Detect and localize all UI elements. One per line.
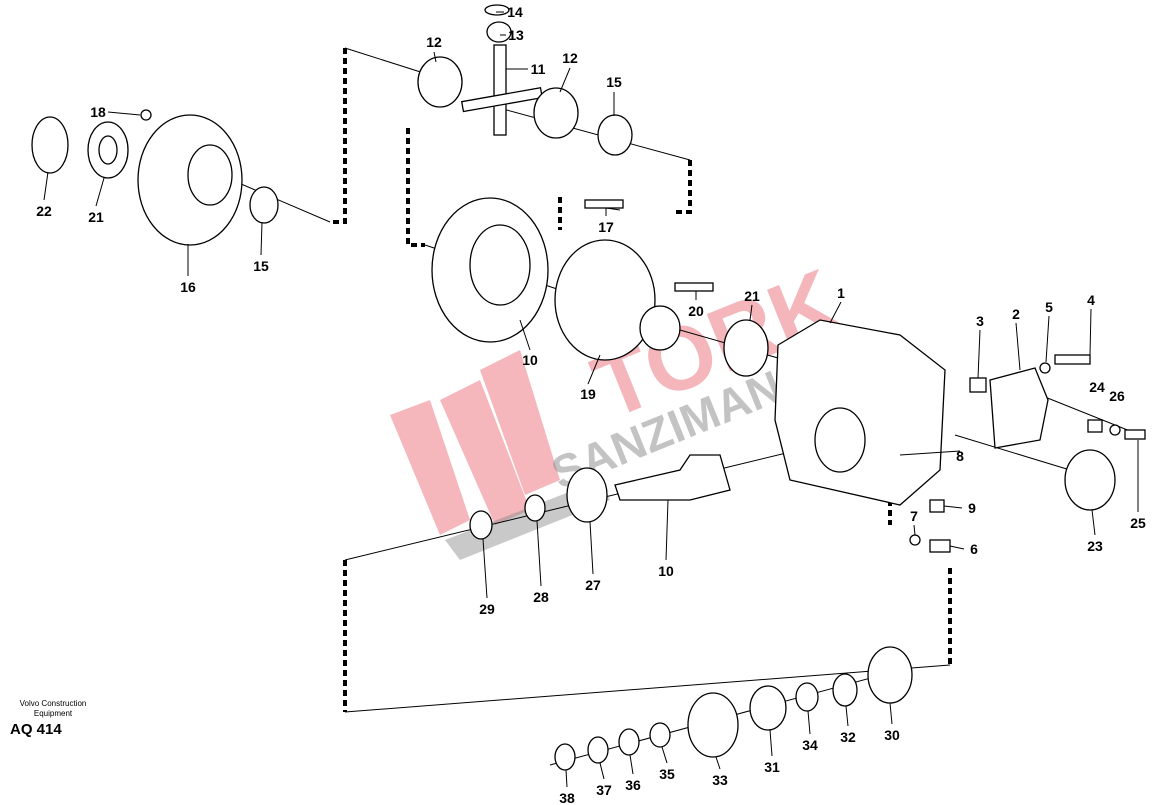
callout-2: 2 <box>1012 306 1020 322</box>
callout-21b: 21 <box>744 288 760 304</box>
callout-14: 14 <box>507 4 523 20</box>
callout-34: 34 <box>802 737 818 753</box>
callout-22: 22 <box>36 203 52 219</box>
part-5-washer <box>1039 362 1051 374</box>
callout-36: 36 <box>625 777 641 793</box>
callout-32: 32 <box>840 729 856 745</box>
diagram-code: AQ 414 <box>10 721 62 738</box>
callout-30: 30 <box>884 727 900 743</box>
callout-18: 18 <box>90 104 106 120</box>
part-11-shaft <box>493 44 507 136</box>
callout-7: 7 <box>910 508 918 524</box>
part-1-carrier <box>774 319 946 506</box>
callout-1: 1 <box>837 285 845 301</box>
callout-33: 33 <box>712 772 728 788</box>
callout-31: 31 <box>764 759 780 775</box>
part-12-gear <box>417 56 463 108</box>
callout-5: 5 <box>1045 299 1053 315</box>
part-28-shim <box>524 494 546 522</box>
part-13-gear <box>486 21 512 43</box>
callout-16: 16 <box>180 279 196 295</box>
callout-17: 17 <box>598 219 614 235</box>
part-37-washer <box>587 736 609 764</box>
part-36-lockwasher <box>618 728 640 756</box>
parts <box>31 4 1146 771</box>
part-6-plug <box>929 539 951 553</box>
part-23-nut <box>1064 449 1116 511</box>
part-2-cap <box>989 367 1049 449</box>
part-15-washer <box>249 186 279 224</box>
part-32-spacer <box>832 673 858 707</box>
part-4-bolt <box>1054 354 1091 365</box>
callout-21: 21 <box>88 209 104 225</box>
callout-12b: 12 <box>562 50 578 66</box>
part-33-flange <box>687 692 739 758</box>
part-15-washer-b <box>597 114 633 156</box>
callout-6: 6 <box>970 541 978 557</box>
callout-8: 8 <box>956 448 964 464</box>
part-12-gear-b <box>533 87 579 139</box>
callout-10b: 10 <box>658 563 674 579</box>
part-38-ring <box>554 743 576 771</box>
callout-13: 13 <box>508 27 524 43</box>
part-19-diff-case <box>554 239 656 361</box>
callout-11: 11 <box>531 61 546 77</box>
part-21-bearing-b <box>723 319 769 377</box>
part-9-screw <box>929 499 945 513</box>
part-17-bolt <box>584 199 624 209</box>
company-label: Volvo Construction Equipment <box>19 699 87 718</box>
callout-28: 28 <box>533 589 549 605</box>
part-35-nut <box>649 722 671 748</box>
callout-26: 26 <box>1109 388 1125 404</box>
part-27-bearing <box>566 467 608 523</box>
callout-19: 19 <box>580 386 596 402</box>
part-14-washer <box>484 4 510 16</box>
callout-15b: 15 <box>253 258 269 274</box>
callout-10: 10 <box>522 352 538 368</box>
part-31-seal <box>749 685 787 731</box>
callout-27: 27 <box>585 577 601 593</box>
part-30-bearing <box>867 646 913 704</box>
callout-3: 3 <box>976 313 984 329</box>
callout-15: 15 <box>606 74 622 90</box>
callout-24: 24 <box>1089 379 1105 395</box>
part-22-nut <box>31 116 69 174</box>
callout-38: 38 <box>559 790 575 805</box>
callout-35: 35 <box>659 766 675 782</box>
part-7-washer <box>909 534 921 546</box>
callout-12: 12 <box>426 34 442 50</box>
part-20-bolt <box>674 282 714 292</box>
callout-23: 23 <box>1087 538 1103 554</box>
part-18-nut <box>140 109 152 121</box>
part-10-pinion <box>614 454 731 501</box>
callout-29: 29 <box>479 601 495 617</box>
part-3-pin <box>969 377 987 393</box>
part-24-lock <box>1087 419 1103 433</box>
part-26-washer <box>1109 424 1121 436</box>
part-25-bolt <box>1124 429 1146 440</box>
callout-9: 9 <box>968 500 976 516</box>
callout-25: 25 <box>1130 515 1146 531</box>
callout-37: 37 <box>596 782 612 798</box>
callout-4: 4 <box>1087 292 1095 308</box>
part-34-shim <box>795 682 819 712</box>
callouts: 14 13 11 12 12 15 18 22 21 16 15 17 10 1… <box>36 4 1146 805</box>
callout-20: 20 <box>688 303 704 319</box>
part-29-seal <box>469 510 493 540</box>
